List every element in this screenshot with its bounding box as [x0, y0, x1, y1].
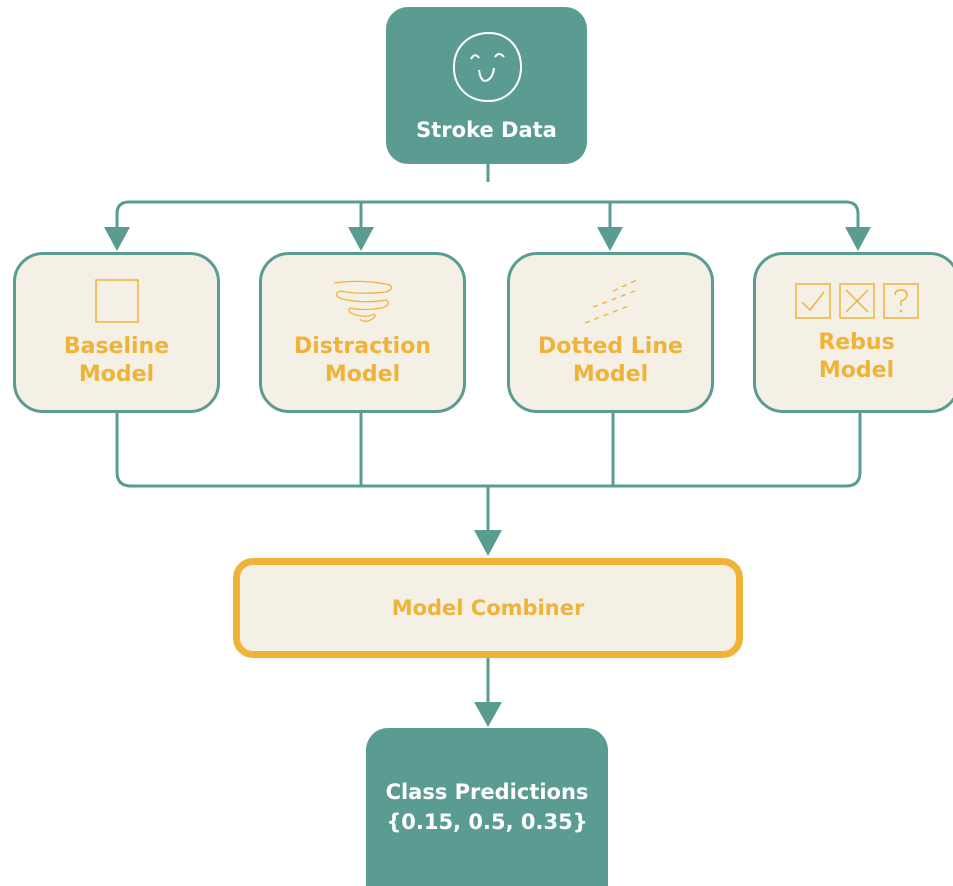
- distraction-model-label-line2: Model: [324, 361, 401, 387]
- arrowhead-combiner: [474, 530, 502, 556]
- cross-icon: [838, 282, 875, 319]
- model-combiner-box: Model Combiner: [233, 558, 743, 658]
- rebus-model-box: Rebus Model: [753, 252, 953, 413]
- distraction-model-label-line1: Distraction: [294, 333, 431, 359]
- dotted-line-model-label-line1: Dotted Line: [538, 333, 683, 359]
- connector-source-split: [115, 163, 860, 227]
- smiley-face-icon: [452, 31, 522, 102]
- stroke-data-box: Stroke Data: [386, 7, 587, 164]
- dotted-line-model-label-line2: Model: [572, 361, 649, 387]
- rebus-model-label-line1: Rebus: [818, 329, 895, 355]
- arrowhead-dotted: [597, 227, 623, 251]
- dotted-lines-icon: [584, 277, 639, 324]
- question-mark-icon: [882, 282, 919, 319]
- arrowhead-rebus: [845, 227, 871, 251]
- arrowhead-output: [474, 702, 502, 727]
- stroke-data-label: Stroke Data: [416, 117, 557, 142]
- model-combiner-label: Model Combiner: [391, 596, 585, 620]
- connector-merge: [115, 412, 862, 530]
- arrowhead-distraction: [348, 227, 374, 251]
- class-predictions-label: Class Predictions: [385, 780, 589, 804]
- class-predictions-box: Class Predictions {0.15, 0.5, 0.35}: [366, 728, 608, 886]
- square-icon: [94, 278, 139, 323]
- scribble-spiral-icon: [333, 280, 392, 322]
- distraction-model-box: Distraction Model: [259, 252, 466, 413]
- baseline-model-label-line1: Baseline: [63, 333, 170, 359]
- baseline-model-label-line2: Model: [78, 361, 155, 387]
- class-predictions-values: {0.15, 0.5, 0.35}: [386, 810, 588, 834]
- dotted-line-model-box: Dotted Line Model: [507, 252, 714, 413]
- check-cross-question-icons: [794, 282, 919, 319]
- checkmark-icon: [794, 282, 831, 319]
- arrowhead-baseline: [104, 227, 130, 251]
- baseline-model-box: Baseline Model: [13, 252, 220, 413]
- rebus-model-label-line2: Model: [818, 357, 895, 383]
